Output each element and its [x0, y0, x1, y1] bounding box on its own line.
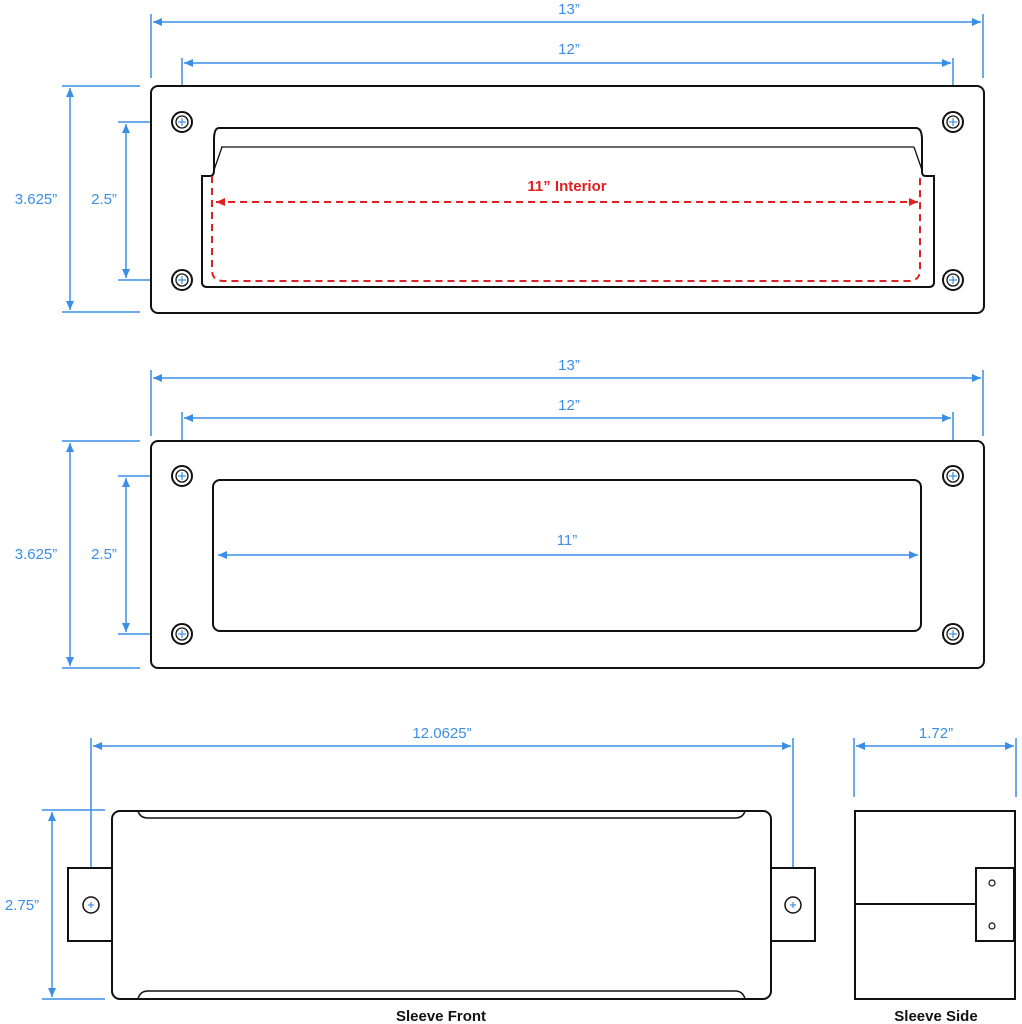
middle-view: 13” 12” 3.625” 2.5” 11”: [15, 357, 985, 669]
middle-opening-width-label: 11”: [557, 532, 578, 549]
top-right-lower-screw-icon: [942, 269, 964, 291]
middle-left-lower-screw-icon: [171, 623, 193, 645]
sleeve-height-label: 2.75”: [5, 897, 39, 914]
sleeve-length-label: 12.0625”: [412, 725, 471, 742]
sleeve-right-screw-hole-icon: [784, 896, 802, 914]
top-right-upper-screw-icon: [942, 111, 964, 133]
middle-overall-height-label: 3.625”: [15, 546, 58, 563]
middle-right-lower-screw-icon: [942, 623, 964, 645]
top-flap-hood: [201, 127, 935, 288]
middle-overall-width-label: 13”: [558, 357, 580, 374]
top-left-upper-screw-icon: [171, 111, 193, 133]
top-interior-width-label: 11” Interior: [527, 178, 606, 195]
sleeve-front-caption: Sleeve Front: [396, 1008, 486, 1024]
sleeve-depth-label: 1.72”: [919, 725, 953, 742]
top-view: 13” 12” 3.625” 2.5” 11” Interior: [15, 0, 985, 314]
middle-screw-spacing-label: 12”: [558, 397, 580, 414]
top-overall-height-label: 3.625”: [15, 191, 58, 208]
middle-right-upper-screw-icon: [942, 465, 964, 487]
sleeve-side-lower-hole-icon: [988, 922, 996, 930]
top-left-lower-screw-icon: [171, 269, 193, 291]
middle-screw-height-label: 2.5”: [91, 546, 117, 563]
sleeve-side-tab: [975, 867, 1015, 942]
top-screw-height-label: 2.5”: [91, 191, 117, 208]
sleeve-front-body: [111, 810, 772, 1000]
sleeve-left-screw-hole-icon: [82, 896, 100, 914]
sleeve-side-view: 1.72” Sleeve Side: [853, 725, 1017, 1024]
sleeve-side-upper-hole-icon: [988, 879, 996, 887]
sleeve-side-caption: Sleeve Side: [894, 1008, 977, 1024]
top-screw-spacing-label: 12”: [558, 41, 580, 58]
top-overall-width-label: 13”: [558, 1, 580, 18]
sleeve-front-view: 12.0625” 2.75” Sleeve Front: [5, 725, 816, 1024]
top-interior-dashed-outline: [211, 176, 921, 282]
middle-left-upper-screw-icon: [171, 465, 193, 487]
